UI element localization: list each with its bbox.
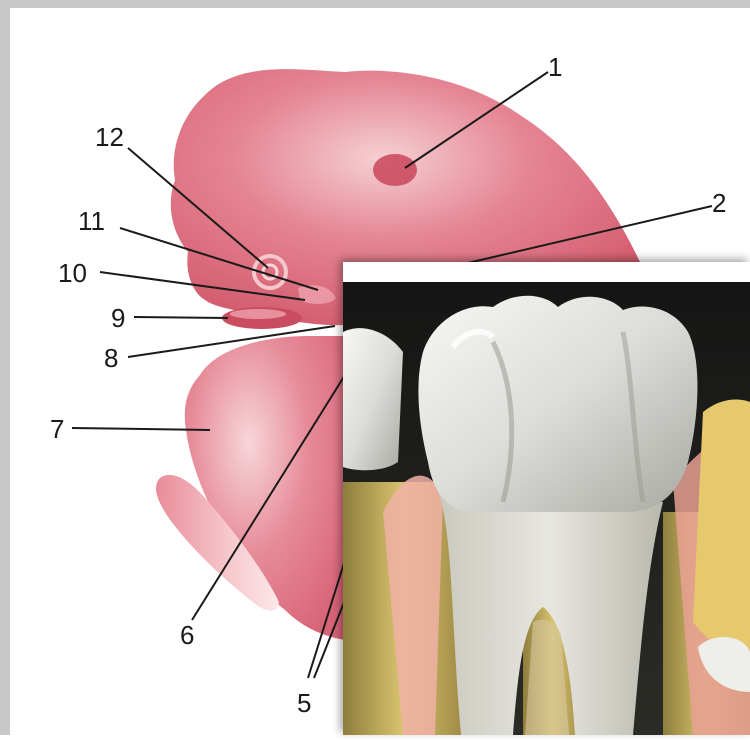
molar-illustration xyxy=(343,262,750,735)
label-5: 5 xyxy=(297,690,311,716)
label-2: 2 xyxy=(712,190,726,216)
neighbor-tooth-left xyxy=(343,328,403,470)
label-7: 7 xyxy=(50,416,64,442)
molar-crown xyxy=(418,296,697,512)
tooth-photo xyxy=(343,262,750,735)
lip-fold-highlight xyxy=(230,309,286,319)
eye-spot xyxy=(373,154,417,186)
label-1: 1 xyxy=(548,54,562,80)
leader-9 xyxy=(134,317,228,318)
label-12: 12 xyxy=(95,124,124,150)
frame-left xyxy=(0,0,10,735)
label-6: 6 xyxy=(180,622,194,648)
photo-top-white-strip xyxy=(343,262,750,282)
label-9: 9 xyxy=(111,305,125,331)
label-10: 10 xyxy=(58,260,87,286)
label-11: 11 xyxy=(78,208,105,234)
label-8: 8 xyxy=(104,345,118,371)
frame-top xyxy=(0,0,750,8)
